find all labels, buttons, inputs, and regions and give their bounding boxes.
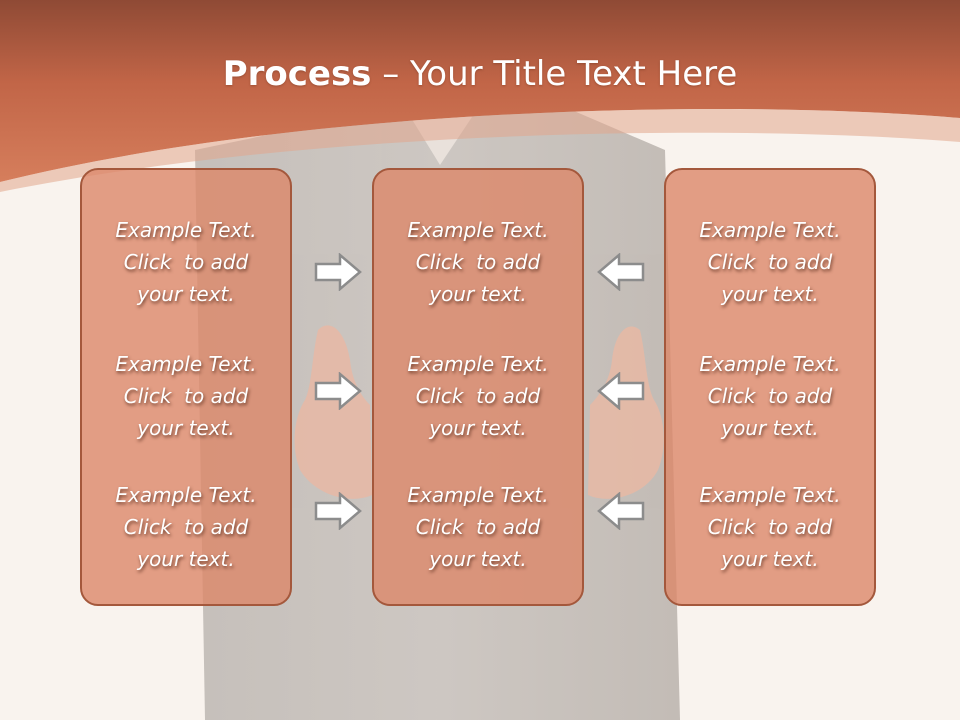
title-rest: – Your Title Text Here bbox=[371, 54, 738, 94]
process-item[interactable]: Example Text. Click to add your text. bbox=[82, 479, 290, 575]
item-line: Example Text. bbox=[407, 352, 549, 376]
item-line: Click to add bbox=[123, 250, 249, 274]
process-item[interactable]: Example Text. Click to add your text. bbox=[374, 214, 582, 310]
right-arrow-icon bbox=[314, 492, 362, 530]
item-line: Click to add bbox=[707, 515, 833, 539]
item-line: your text. bbox=[137, 416, 235, 440]
item-line: Click to add bbox=[707, 250, 833, 274]
item-line: your text. bbox=[429, 282, 527, 306]
item-line: Click to add bbox=[415, 515, 541, 539]
right-arrow-icon bbox=[314, 372, 362, 410]
item-line: Example Text. bbox=[699, 483, 841, 507]
right-arrow-icon bbox=[314, 253, 362, 291]
item-line: your text. bbox=[137, 282, 235, 306]
item-line: Example Text. bbox=[699, 218, 841, 242]
process-item[interactable]: Example Text. Click to add your text. bbox=[374, 479, 582, 575]
item-line: your text. bbox=[137, 547, 235, 571]
item-line: your text. bbox=[721, 416, 819, 440]
left-arrow-icon bbox=[597, 253, 645, 291]
item-line: your text. bbox=[429, 416, 527, 440]
item-line: your text. bbox=[721, 282, 819, 306]
process-item[interactable]: Example Text. Click to add your text. bbox=[374, 348, 582, 444]
item-line: Click to add bbox=[415, 384, 541, 408]
item-line: Click to add bbox=[707, 384, 833, 408]
process-item[interactable]: Example Text. Click to add your text. bbox=[666, 348, 874, 444]
item-line: Example Text. bbox=[115, 352, 257, 376]
page-title: Process – Your Title Text Here bbox=[0, 54, 960, 94]
item-line: Click to add bbox=[123, 384, 249, 408]
process-box-right[interactable]: Example Text. Click to add your text. Ex… bbox=[664, 168, 876, 606]
item-line: Example Text. bbox=[115, 483, 257, 507]
item-line: Example Text. bbox=[407, 218, 549, 242]
left-arrow-icon bbox=[597, 492, 645, 530]
item-line: Example Text. bbox=[407, 483, 549, 507]
process-item[interactable]: Example Text. Click to add your text. bbox=[666, 479, 874, 575]
item-line: your text. bbox=[721, 547, 819, 571]
process-box-left[interactable]: Example Text. Click to add your text. Ex… bbox=[80, 168, 292, 606]
process-item[interactable]: Example Text. Click to add your text. bbox=[666, 214, 874, 310]
process-item[interactable]: Example Text. Click to add your text. bbox=[82, 214, 290, 310]
item-line: Example Text. bbox=[699, 352, 841, 376]
item-line: Click to add bbox=[123, 515, 249, 539]
item-line: Click to add bbox=[415, 250, 541, 274]
left-arrow-icon bbox=[597, 372, 645, 410]
item-line: Example Text. bbox=[115, 218, 257, 242]
process-item[interactable]: Example Text. Click to add your text. bbox=[82, 348, 290, 444]
item-line: your text. bbox=[429, 547, 527, 571]
title-bold: Process bbox=[222, 54, 372, 94]
process-box-center[interactable]: Example Text. Click to add your text. Ex… bbox=[372, 168, 584, 606]
